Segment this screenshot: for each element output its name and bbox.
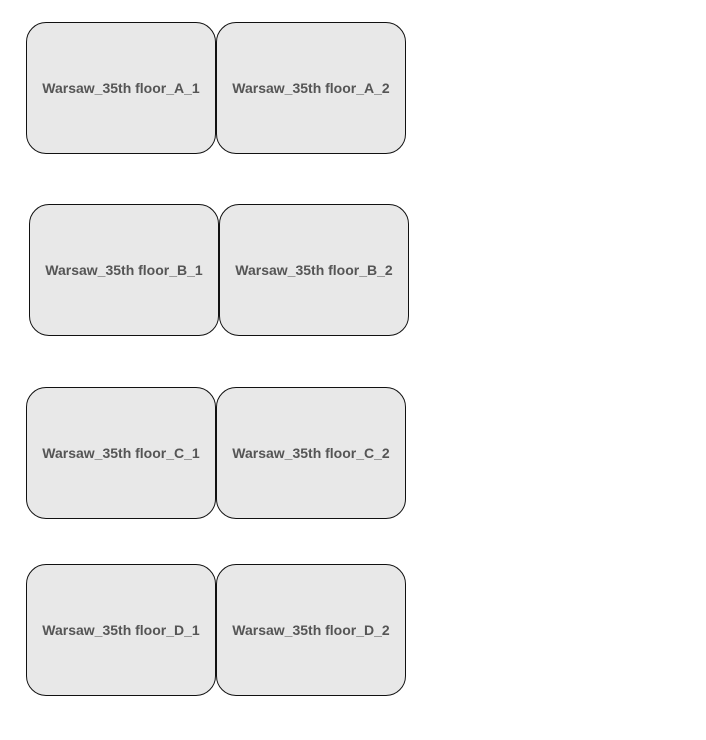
room-b2-box[interactable]: Warsaw_35th floor_B_2 bbox=[219, 204, 409, 336]
room-a1-box[interactable]: Warsaw_35th floor_A_1 bbox=[26, 22, 216, 154]
room-b1-box[interactable]: Warsaw_35th floor_B_1 bbox=[29, 204, 219, 336]
room-a1-label: Warsaw_35th floor_A_1 bbox=[42, 80, 200, 96]
room-c1-label: Warsaw_35th floor_C_1 bbox=[42, 445, 200, 461]
room-a2-box[interactable]: Warsaw_35th floor_A_2 bbox=[216, 22, 406, 154]
room-b1-label: Warsaw_35th floor_B_1 bbox=[45, 262, 203, 278]
room-b2-label: Warsaw_35th floor_B_2 bbox=[235, 262, 393, 278]
room-a2-label: Warsaw_35th floor_A_2 bbox=[232, 80, 390, 96]
room-d1-box[interactable]: Warsaw_35th floor_D_1 bbox=[26, 564, 216, 696]
room-c1-box[interactable]: Warsaw_35th floor_C_1 bbox=[26, 387, 216, 519]
room-d1-label: Warsaw_35th floor_D_1 bbox=[42, 622, 200, 638]
room-c2-box[interactable]: Warsaw_35th floor_C_2 bbox=[216, 387, 406, 519]
room-c2-label: Warsaw_35th floor_C_2 bbox=[232, 445, 390, 461]
room-d2-box[interactable]: Warsaw_35th floor_D_2 bbox=[216, 564, 406, 696]
room-d2-label: Warsaw_35th floor_D_2 bbox=[232, 622, 390, 638]
